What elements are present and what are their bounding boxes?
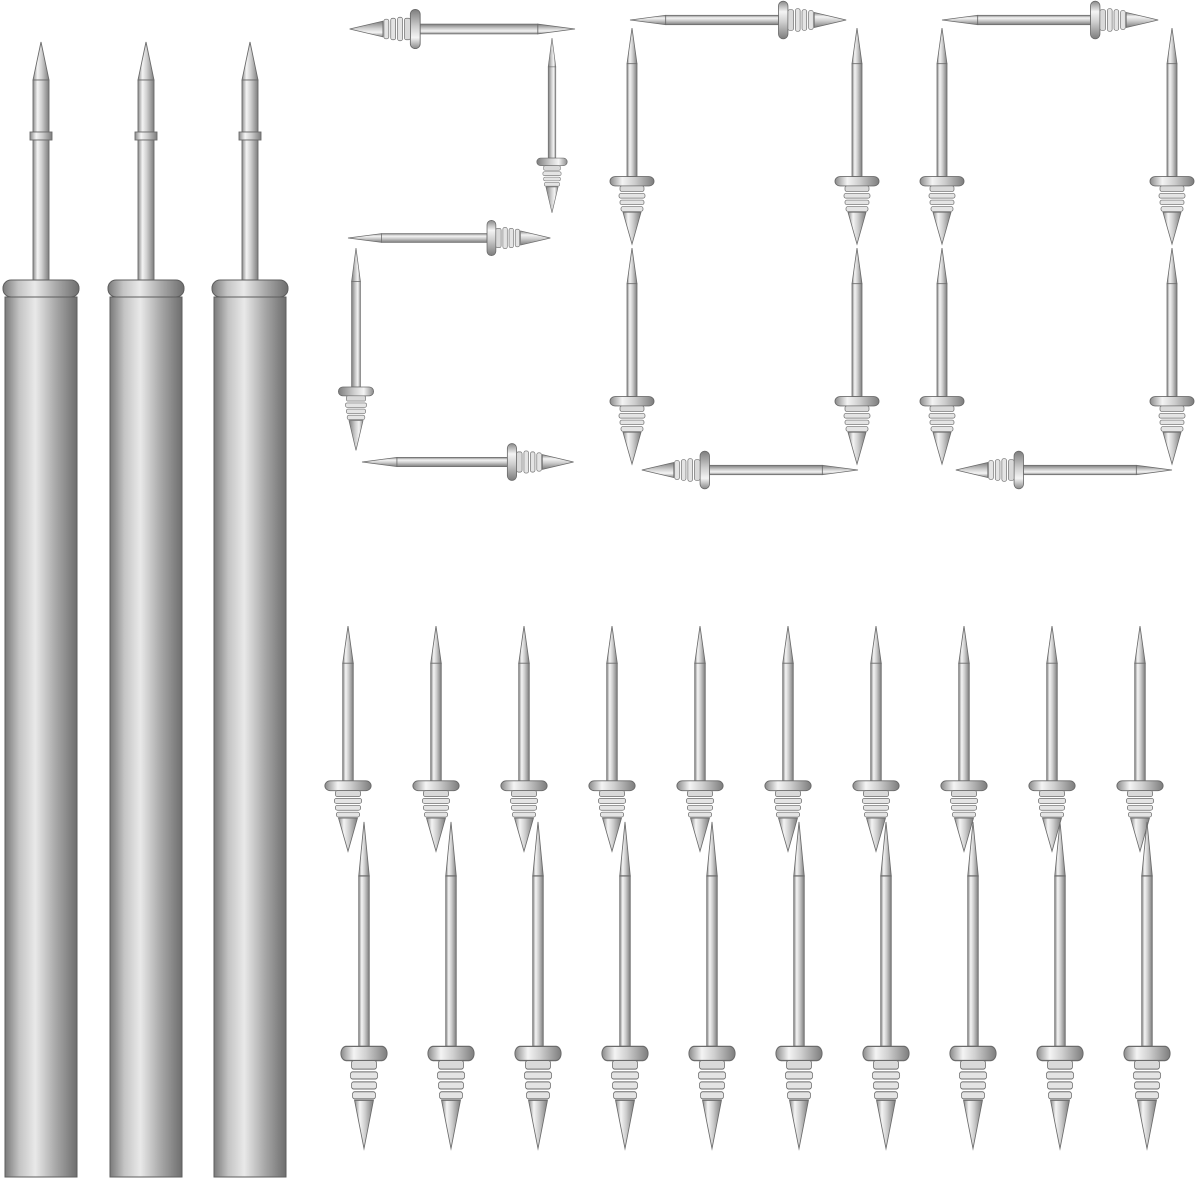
setter-tool-group (2, 41, 289, 1178)
